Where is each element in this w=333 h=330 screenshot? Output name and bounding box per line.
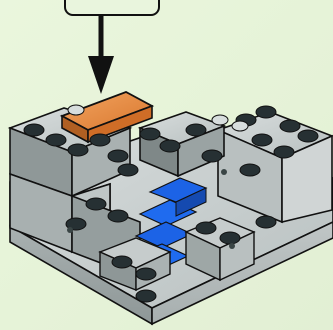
highlighted-orange-brick — [62, 92, 152, 142]
arrow-down-icon — [88, 14, 114, 94]
